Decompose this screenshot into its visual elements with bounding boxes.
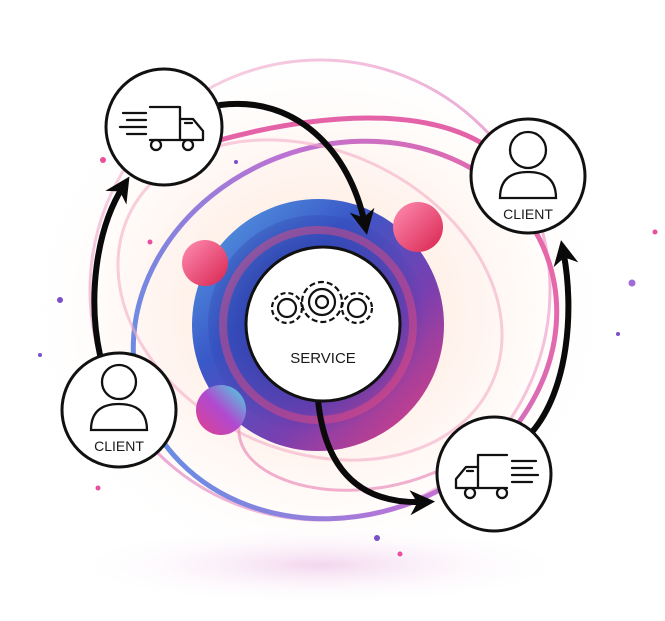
- node-truck-top: [104, 67, 224, 187]
- user-icon: [89, 363, 149, 432]
- gears-icon: [270, 280, 374, 325]
- floor-shadow: [70, 525, 570, 605]
- pink-orb-right: [393, 202, 443, 252]
- service-label: SERVICE: [290, 350, 356, 367]
- delivery-truck-icon: [454, 453, 540, 500]
- node-client-left: CLIENT: [60, 351, 178, 469]
- arrow-truck-to-service: [217, 100, 375, 235]
- arrow-truck-to-client: [529, 240, 579, 435]
- flow-arrows: [91, 100, 579, 516]
- arrow-service-to-truck: [315, 397, 436, 516]
- client-top-right-label: CLIENT: [503, 206, 553, 222]
- node-service: SERVICE: [244, 245, 402, 403]
- node-truck-bottom-right: [435, 415, 553, 533]
- user-icon: [498, 130, 558, 200]
- delivery-truck-icon: [118, 105, 205, 152]
- pink-orb-left: [182, 240, 228, 286]
- decorative-dots: [38, 157, 658, 557]
- arrow-client-to-truck: [91, 176, 130, 358]
- client-left-label: CLIENT: [94, 438, 144, 454]
- node-client-top-right: CLIENT: [469, 117, 587, 235]
- cyan-orb-bottom: [196, 385, 246, 435]
